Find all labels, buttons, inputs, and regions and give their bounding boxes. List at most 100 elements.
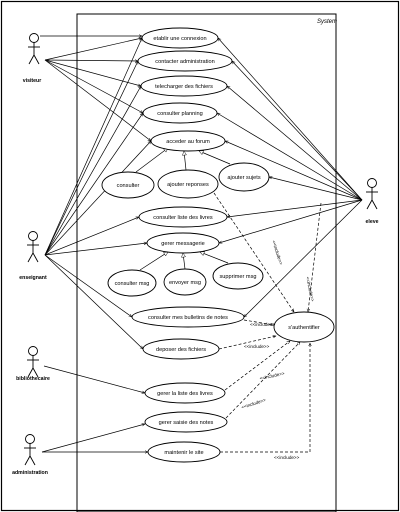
use-case-ajouter-reponses[interactable]: ajouter reponses	[157, 169, 219, 199]
association-lines	[40, 36, 363, 453]
use-case-ajouter-sujets[interactable]: ajouter sujets	[218, 162, 270, 192]
association-line	[44, 254, 143, 349]
use-case-deposer-fichiers[interactable]: deposer des fichiers	[142, 338, 220, 360]
use-case-label: s'authentifier	[288, 325, 320, 331]
association-line	[218, 38, 363, 201]
use-case-label: consulter mes bulletins de notes	[148, 315, 228, 321]
include-label: <<include>>	[250, 322, 276, 327]
generalization-lines	[135, 148, 231, 271]
association-line	[44, 38, 142, 61]
use-case-label: acceder au forum	[166, 139, 210, 145]
association-line	[43, 365, 145, 393]
actor-label: eleve	[366, 219, 379, 225]
stick-figure-icon	[24, 434, 36, 466]
use-case-contacter-administration[interactable]: contacter administration	[137, 50, 233, 72]
use-case-label: ajouter reponses	[167, 182, 209, 188]
use-case-label: deposer des fichiers	[156, 347, 206, 353]
use-case-gerer-messagerie[interactable]: gerer messagerie	[146, 232, 220, 254]
include-line	[243, 319, 274, 325]
use-case-acceder-forum[interactable]: acceder au forum	[150, 130, 226, 152]
actor-bibliothecaire[interactable]: bibliothecaire	[16, 346, 50, 383]
association-line	[44, 254, 132, 317]
use-case-label: telecharger des fichiers	[155, 84, 213, 90]
use-case-maintenir-site[interactable]: maintenir le site	[147, 441, 221, 463]
generalization-line	[135, 148, 168, 173]
include-label: <<include>>	[274, 455, 300, 460]
stick-figure-icon	[27, 346, 39, 378]
generalization-line	[139, 251, 168, 271]
include-line	[308, 202, 322, 312]
generalization-line	[184, 151, 186, 171]
include-line	[225, 342, 300, 419]
use-case-label: consulter planning	[157, 111, 202, 117]
use-case-supprimer-msg[interactable]: supprimer msg	[212, 262, 264, 290]
use-case-telecharger-fichiers[interactable]: telecharger des fichiers	[140, 75, 228, 97]
include-label: <<include>>	[244, 344, 270, 349]
use-case-gerer-liste-livres[interactable]: gerer la liste des livres	[144, 382, 226, 404]
use-case-label: consulter	[117, 183, 140, 189]
actor-enseignant[interactable]: enseignant	[19, 231, 47, 282]
use-case-gerer-saisie-notes[interactable]: gerer saisie des notes	[144, 411, 228, 433]
association-line	[41, 424, 145, 453]
use-case-envoyer-msg[interactable]: envoyer msg	[163, 268, 207, 296]
generalization-line	[199, 151, 231, 165]
system-boundary	[76, 13, 337, 512]
use-case-consulter[interactable]: consulter	[101, 171, 155, 199]
include-label: <<include>>	[259, 371, 285, 381]
use-case-consulter-planning[interactable]: consulter planning	[142, 102, 218, 124]
association-line	[44, 113, 143, 256]
use-case-etablir-connexion[interactable]: etablir une connexion	[141, 27, 219, 49]
use-case-label: gerer saisie des notes	[159, 420, 214, 426]
actor-visiteur[interactable]: visiteur	[23, 33, 41, 85]
include-label: <<include>>	[305, 276, 315, 302]
association-line	[44, 60, 138, 61]
association-line	[44, 217, 139, 256]
association-line	[44, 59, 141, 86]
use-case-consulter-liste-livres[interactable]: consulter liste des livres	[138, 206, 228, 228]
association-line	[44, 86, 142, 256]
association-line	[227, 86, 363, 201]
generalization-line	[200, 252, 229, 264]
association-line	[44, 141, 151, 256]
stick-figure-icon	[366, 178, 378, 210]
use-case-label: etablir une connexion	[153, 36, 206, 42]
association-line	[244, 199, 363, 317]
use-case-authentifier[interactable]: s'authentifier	[273, 311, 335, 343]
use-case-label: ajouter sujets	[227, 175, 260, 181]
use-case-consulter-bulletins[interactable]: consulter mes bulletins de notes	[131, 306, 245, 328]
association-line	[232, 61, 363, 201]
association-line	[269, 177, 363, 201]
association-line	[44, 59, 151, 141]
use-case-label: gerer la liste des livres	[157, 391, 213, 397]
association-line	[217, 113, 363, 201]
system-label: System	[317, 19, 337, 25]
actor-label: administration	[12, 470, 48, 476]
use-case-label: contacter administration	[155, 59, 214, 65]
use-case-consulter-msg[interactable]: consulter msg	[107, 269, 157, 297]
actor-eleve[interactable]: eleve	[366, 178, 379, 226]
use-case-label: envoyer msg	[169, 280, 201, 286]
association-line	[44, 61, 139, 256]
actor-administration[interactable]: administration	[12, 434, 48, 477]
actor-label: bibliothecaire	[16, 376, 50, 382]
actor-label: visiteur	[23, 78, 41, 84]
include-lines	[213, 192, 322, 453]
association-line	[227, 199, 363, 217]
use-case-label: consulter msg	[115, 281, 150, 287]
use-case-label: gerer messagerie	[161, 241, 205, 247]
association-line	[44, 38, 143, 256]
include-label: <<include>>	[271, 240, 284, 266]
include-line	[224, 341, 290, 391]
association-line	[225, 140, 363, 201]
use-case-label: supprimer msg	[220, 274, 257, 280]
use-case-label: maintenir le site	[164, 450, 203, 456]
include-line	[213, 192, 294, 312]
actor-label: enseignant	[19, 275, 47, 281]
generalization-line	[183, 253, 185, 270]
stick-figure-icon	[28, 33, 40, 65]
association-line	[44, 243, 147, 256]
use-case-label: consulter liste des livres	[153, 215, 213, 221]
